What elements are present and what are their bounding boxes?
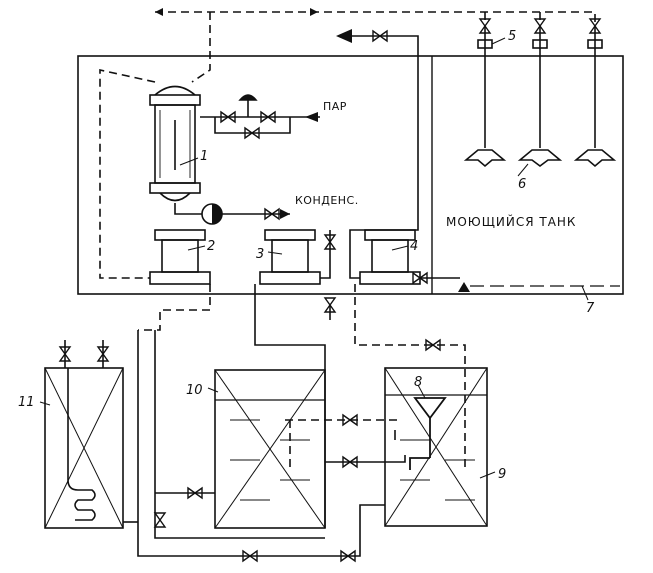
- dashed-heater-loop: [99, 69, 156, 279]
- vent-line-dashed: [155, 11, 596, 83]
- condensate-trap-fill: [212, 204, 222, 224]
- arrow-left-top: [155, 8, 163, 16]
- label-3: 3: [256, 247, 264, 262]
- condensate-label: КОНДЕНС.: [295, 194, 359, 207]
- discharge-arrow: [336, 29, 352, 43]
- pump-3: [259, 229, 321, 285]
- arrow-mark-top: [310, 8, 318, 16]
- steam-arrow: [305, 112, 318, 122]
- washing-machines: [463, 28, 617, 168]
- label-5: 5: [508, 29, 516, 44]
- valve-bottom-left: [154, 512, 166, 528]
- leader-lines: [39, 37, 589, 479]
- label-2: 2: [207, 239, 215, 254]
- skimmer-8: [409, 397, 447, 470]
- tank-interconnect: [325, 430, 406, 463]
- tank-11: [44, 340, 138, 529]
- tank-10: [214, 369, 326, 529]
- lower-pipework: [137, 284, 385, 557]
- washing-tank-label: МОЮЩИЙСЯ ТАНК: [446, 214, 576, 229]
- label-1: 1: [200, 149, 208, 164]
- steam-label: ПАР: [323, 100, 347, 113]
- label-4: 4: [410, 239, 418, 254]
- condensate-arrow: [280, 209, 290, 219]
- label-7: 7: [586, 301, 595, 316]
- steam-line: [200, 94, 320, 134]
- label-10: 10: [186, 383, 203, 398]
- tank-9: [384, 367, 488, 527]
- label-9: 9: [498, 467, 506, 482]
- label-8: 8: [414, 375, 422, 390]
- pump-2: [149, 229, 211, 285]
- label-11: 11: [18, 395, 35, 410]
- suction-strainer: [458, 282, 470, 292]
- heater-1: [149, 85, 201, 202]
- label-6: 6: [518, 177, 526, 192]
- discharge-line: [320, 35, 419, 279]
- ship-hull-frame: [77, 55, 624, 295]
